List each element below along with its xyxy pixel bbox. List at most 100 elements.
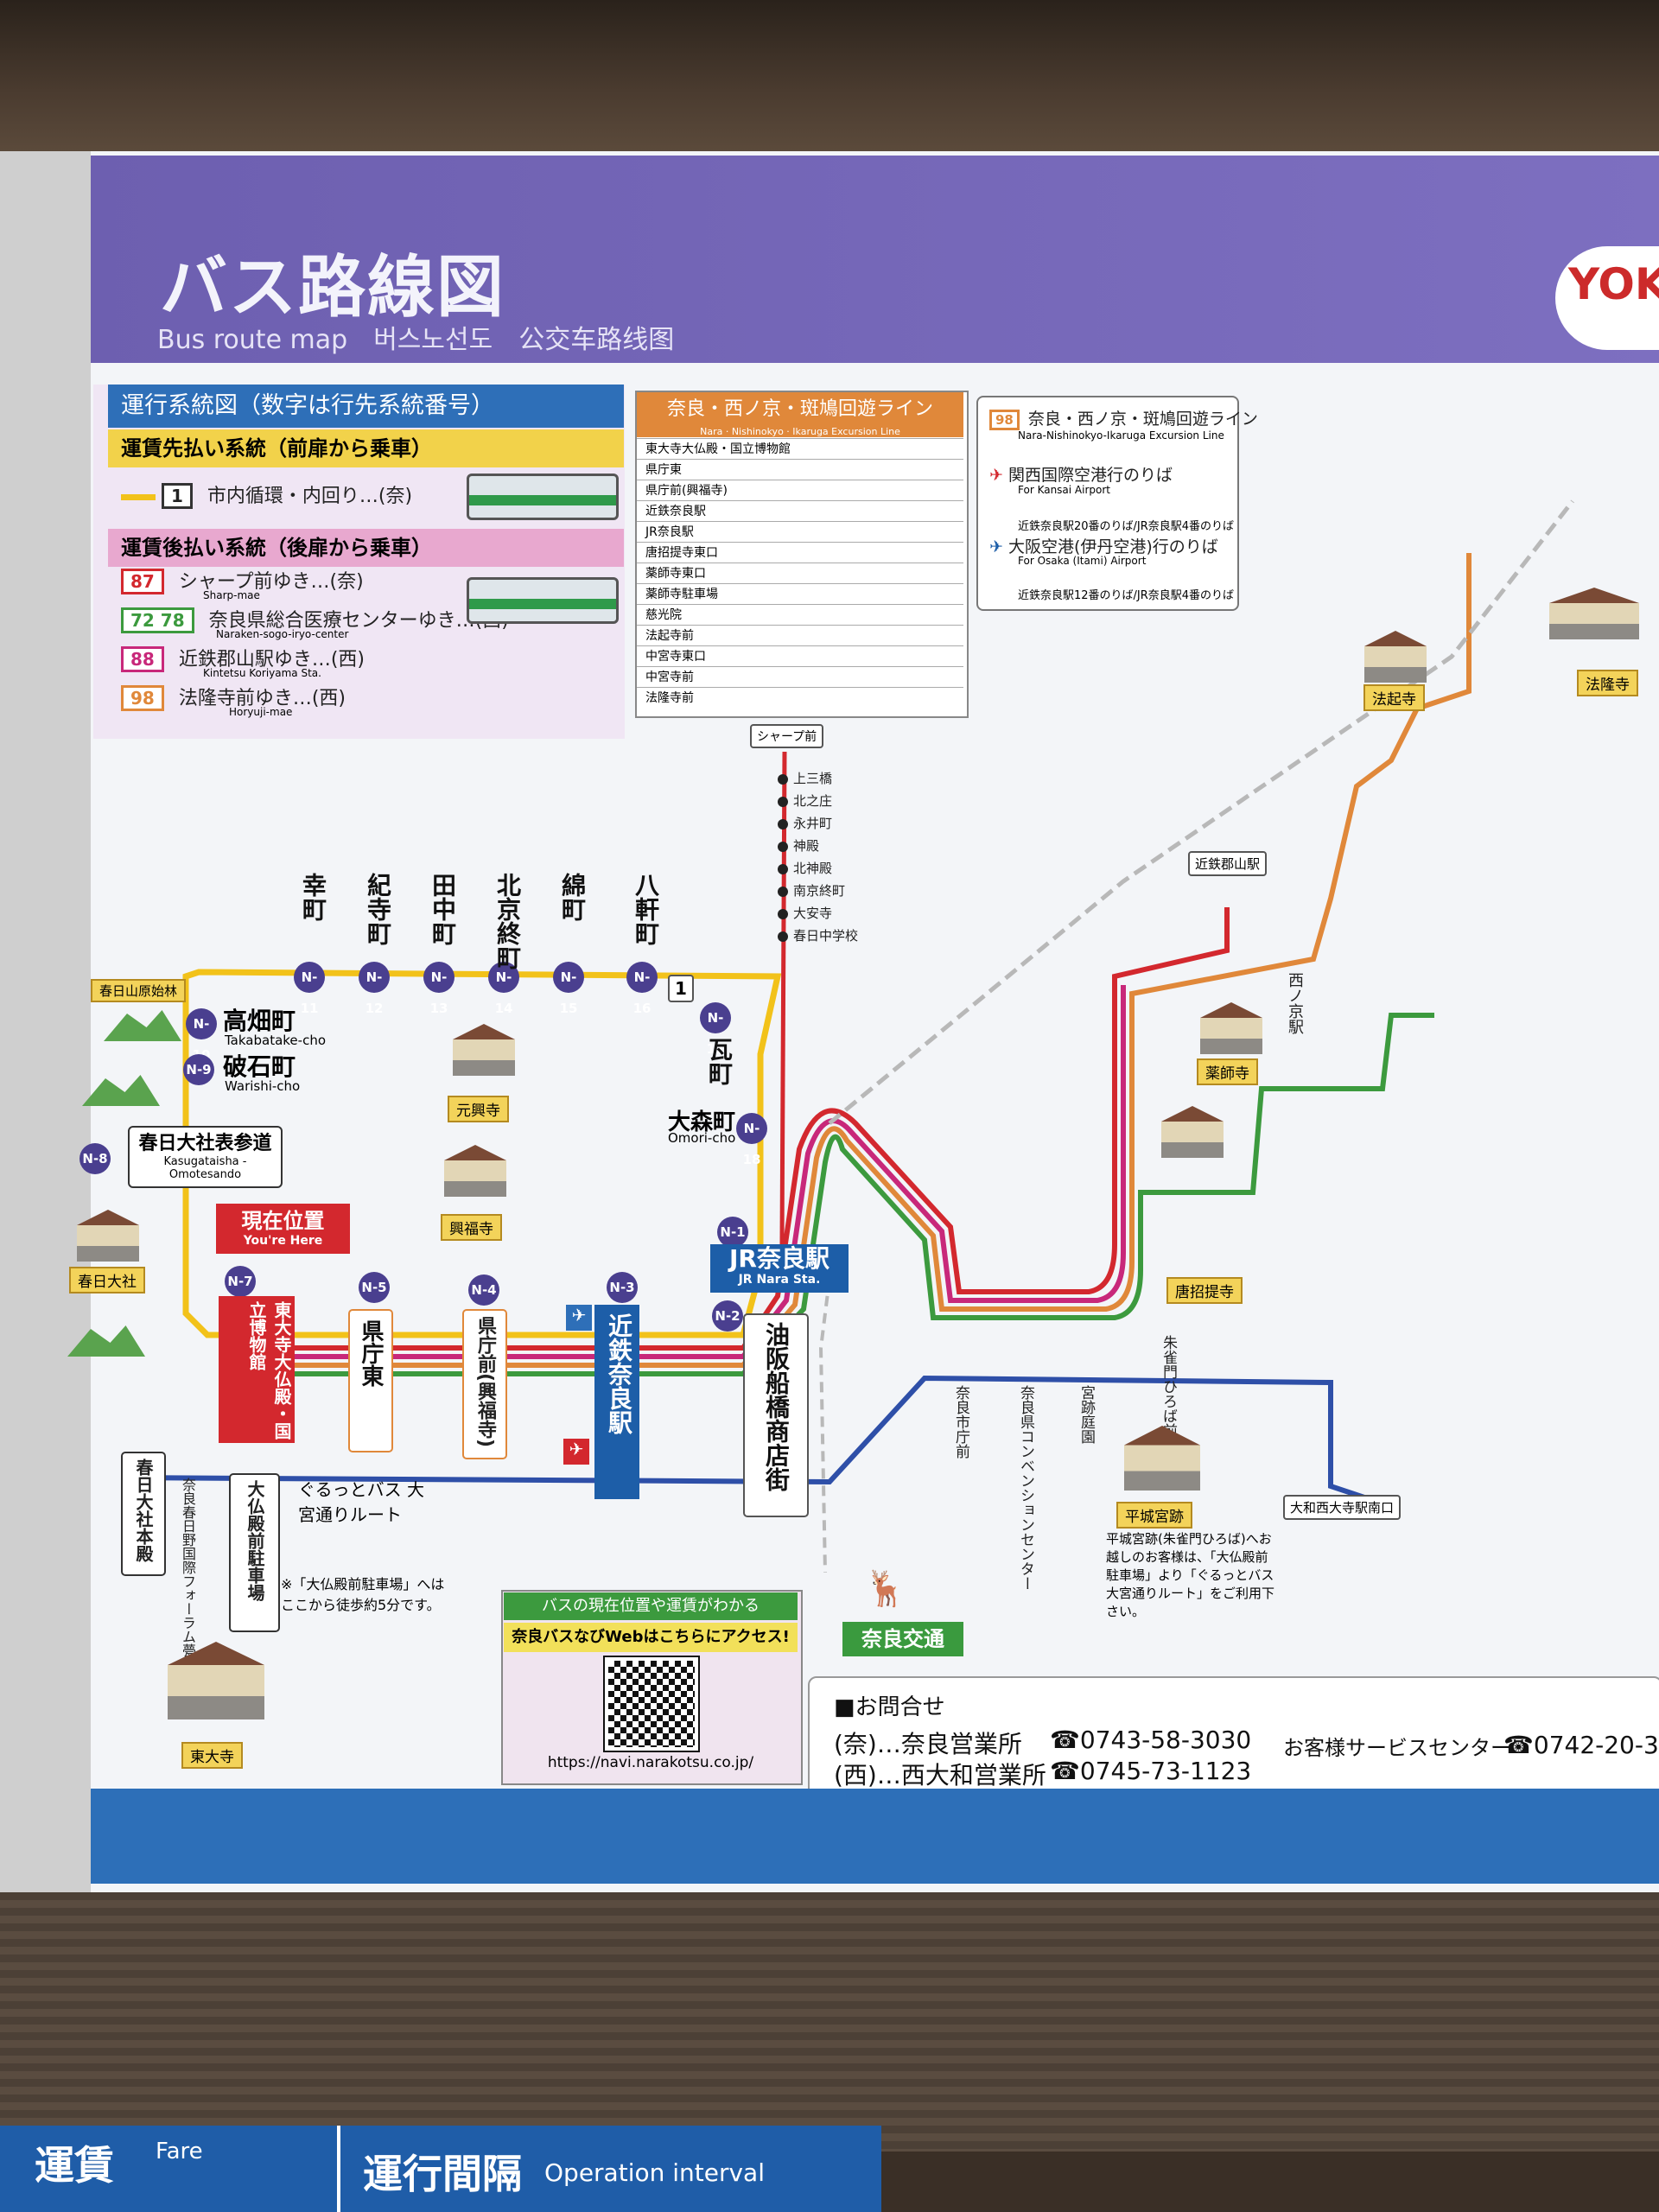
station-kintetsu-koriyama: 近鉄郡山駅 (1188, 851, 1268, 876)
contact-heading: ■お問合せ (834, 1694, 945, 1720)
temple-label: 法隆寺 (1577, 670, 1638, 696)
stop-n9-en: Warishi-cho (225, 1078, 301, 1094)
line98-sub: Nara-Nishinokyo-Ikaruga Excursion Line (1018, 429, 1224, 442)
line-swatch (121, 493, 156, 500)
temple-label: 春日大社 (69, 1267, 145, 1294)
line87-stop: 上三橋 (793, 771, 833, 786)
stop-n4-box: 県庁前(興福寺) (462, 1309, 507, 1459)
page-title: バス路線図 (160, 249, 506, 327)
excursion-stop-row: 法隆寺前 (637, 687, 963, 709)
stop-n8-en: Kasugataisha -Omotesando (163, 1155, 247, 1181)
route-sub: Sharp-mae (203, 589, 260, 601)
wood-frame-bottom (0, 1892, 1659, 2152)
gurutto-stop: 奈良市庁前 (952, 1385, 969, 1459)
stop-badge-n8: N-8 (79, 1143, 111, 1174)
legend-heading: 運行系統図（数字は行先系統番号） (108, 385, 624, 428)
daibutsu-note: ※「大仏殿前駐車場」へはここから徒歩約5分です。 (281, 1576, 445, 1613)
route-badge: 1 (162, 483, 193, 509)
excursion-stop-row: 唐招提寺東口 (637, 542, 963, 563)
itami-text: 大阪空港(伊丹空港)行のりば (1007, 537, 1218, 556)
route-badge: 98 (121, 685, 164, 711)
here-en: You're Here (243, 1234, 323, 1248)
qr-heading: バスの現在位置や運賃がわかる (504, 1592, 798, 1620)
gurutto-stop: 宮跡庭園 (1077, 1385, 1095, 1444)
stop-badge-n7: N-7 (225, 1266, 256, 1297)
frame-left (0, 151, 95, 1897)
stop-badge: N-13 (423, 962, 454, 1016)
stop-badge-n18: N-18 (736, 1113, 767, 1167)
airport-bus-icon: ✈ (566, 1305, 592, 1331)
contact-tel-1[interactable]: ☎0743-58-3030 (1050, 1726, 1252, 1754)
bus-icon (467, 474, 619, 520)
plane-icon: ✈ (989, 537, 1003, 556)
airport-info-box (976, 396, 1239, 611)
route-badge: 98 (989, 410, 1020, 430)
qr-code[interactable] (603, 1656, 700, 1752)
legend-row-88: 88 近鉄郡山駅ゆき…(西) (121, 644, 365, 672)
header-band (91, 156, 1659, 363)
contact-center-tel[interactable]: ☎0742-20-3 (1503, 1731, 1659, 1759)
interval-label: 運行間隔 (363, 2151, 522, 2197)
jr-station-label: JR奈良駅 (729, 1244, 830, 1273)
qr-url[interactable]: https://navi.narakotsu.co.jp/ (547, 1754, 754, 1771)
stop-kasuga-honden-label: 春日大社本殿 (133, 1459, 154, 1562)
excursion-stop-row: 中宮寺前 (637, 666, 963, 688)
stop-dot (778, 864, 788, 874)
prepay-heading: 運賃先払い系統（前扉から乗車） (108, 429, 624, 467)
here-label: 現在位置 (241, 1209, 325, 1233)
itami-airport-label: ✈ 大阪空港(伊丹空港)行のりば (989, 534, 1218, 557)
logo-text: YOKO (1568, 259, 1659, 309)
route-label: シャープ前ゆき…(奈) (178, 571, 364, 593)
excursion-stop-row: 法起寺前 (637, 625, 963, 646)
bottom-sign (0, 2126, 881, 2212)
route-sub: Naraken-sogo-iryo-center (216, 628, 349, 640)
route-label: 奈良県総合医療センターゆき…(西) (208, 610, 509, 632)
itami-note: 近鉄奈良駅12番のりば/JR奈良駅4番のりば (1018, 589, 1235, 602)
temple-label: 興福寺 (441, 1214, 502, 1241)
stop-dot (778, 797, 788, 807)
excursion-sub: Nara · Nishinokyo · Ikaruga Excursion Li… (700, 426, 900, 437)
daibutsu-parking-label: 大仏殿前駐車場 (245, 1480, 265, 1601)
stop-n7-label: 東大寺大仏殿・国立博物館 (246, 1301, 292, 1440)
excursion-stop-row: 薬師寺駐車場 (637, 583, 963, 605)
route-badge: 88 (121, 646, 164, 672)
stop-badge: N-15 (553, 962, 584, 1016)
stop-n8: 春日大社表参道 (138, 1133, 272, 1154)
stop-name: 田中町 (429, 873, 457, 945)
stop-n9: 破石町 (223, 1052, 296, 1081)
bus-icon (467, 577, 619, 624)
stop-badge-n3: N-3 (607, 1272, 638, 1303)
route-label: 近鉄郡山駅ゆき…(西) (178, 649, 365, 671)
stop-name: 八軒町 (632, 873, 660, 945)
airport-bus-icon: ✈ (563, 1439, 589, 1465)
line87-stop: 北神殿 (793, 861, 833, 876)
stop-kokusai-forum: 奈良春日野国際フォーラム甍前 (180, 1478, 196, 1671)
temple-label: 法起寺 (1363, 684, 1425, 711)
route-label: 市内循環・内回り…(奈) (207, 486, 413, 507)
qr-subheading: 奈良バスなびWebはこちらにアクセス! (504, 1623, 798, 1652)
stop-n5-box: 県庁東 (348, 1309, 393, 1452)
stop-kasuga-honden: 春日大社本殿 (121, 1452, 166, 1576)
contact-tel-2[interactable]: ☎0745-73-1123 (1050, 1757, 1252, 1785)
stop-dot (778, 931, 788, 942)
stop-dot (778, 909, 788, 919)
route-badge: 72 78 (121, 607, 194, 633)
line87-stop: 南京終町 (793, 883, 846, 899)
stop-n8-box: 春日大社表参道 Kasugataisha -Omotesando (128, 1126, 283, 1188)
temple-label: 平城宮跡 (1116, 1502, 1192, 1529)
stop-dot (778, 887, 788, 897)
deer-logo-icon: 🦌 (864, 1569, 907, 1609)
stop-n4: 県庁前(興福寺) (474, 1316, 496, 1448)
stop-badge-n2: N-2 (712, 1300, 743, 1332)
gurutto-stop: 朱雀門ひろば前 (1160, 1335, 1177, 1438)
daibutsu-parking-box: 大仏殿前駐車場 (229, 1473, 280, 1632)
excursion-stop-row: 県庁東 (637, 459, 963, 480)
stop-badge: N-14 (488, 962, 519, 1016)
legend-row-98: 98 法隆寺前ゆき…(西) (121, 683, 346, 711)
excursion-stop-row: 東大寺大仏殿・国立博物館 (637, 438, 963, 460)
station-nishinokyo: 西ノ京駅 (1286, 972, 1304, 1034)
gurutto-stop: 奈良県コンベンションセンター (1017, 1385, 1034, 1591)
excursion-heading: 奈良・西ノ京・斑鳩回遊ライン Nara · Nishinokyo · Ikaru… (637, 392, 963, 437)
stop-n5: 県庁東 (358, 1319, 384, 1387)
